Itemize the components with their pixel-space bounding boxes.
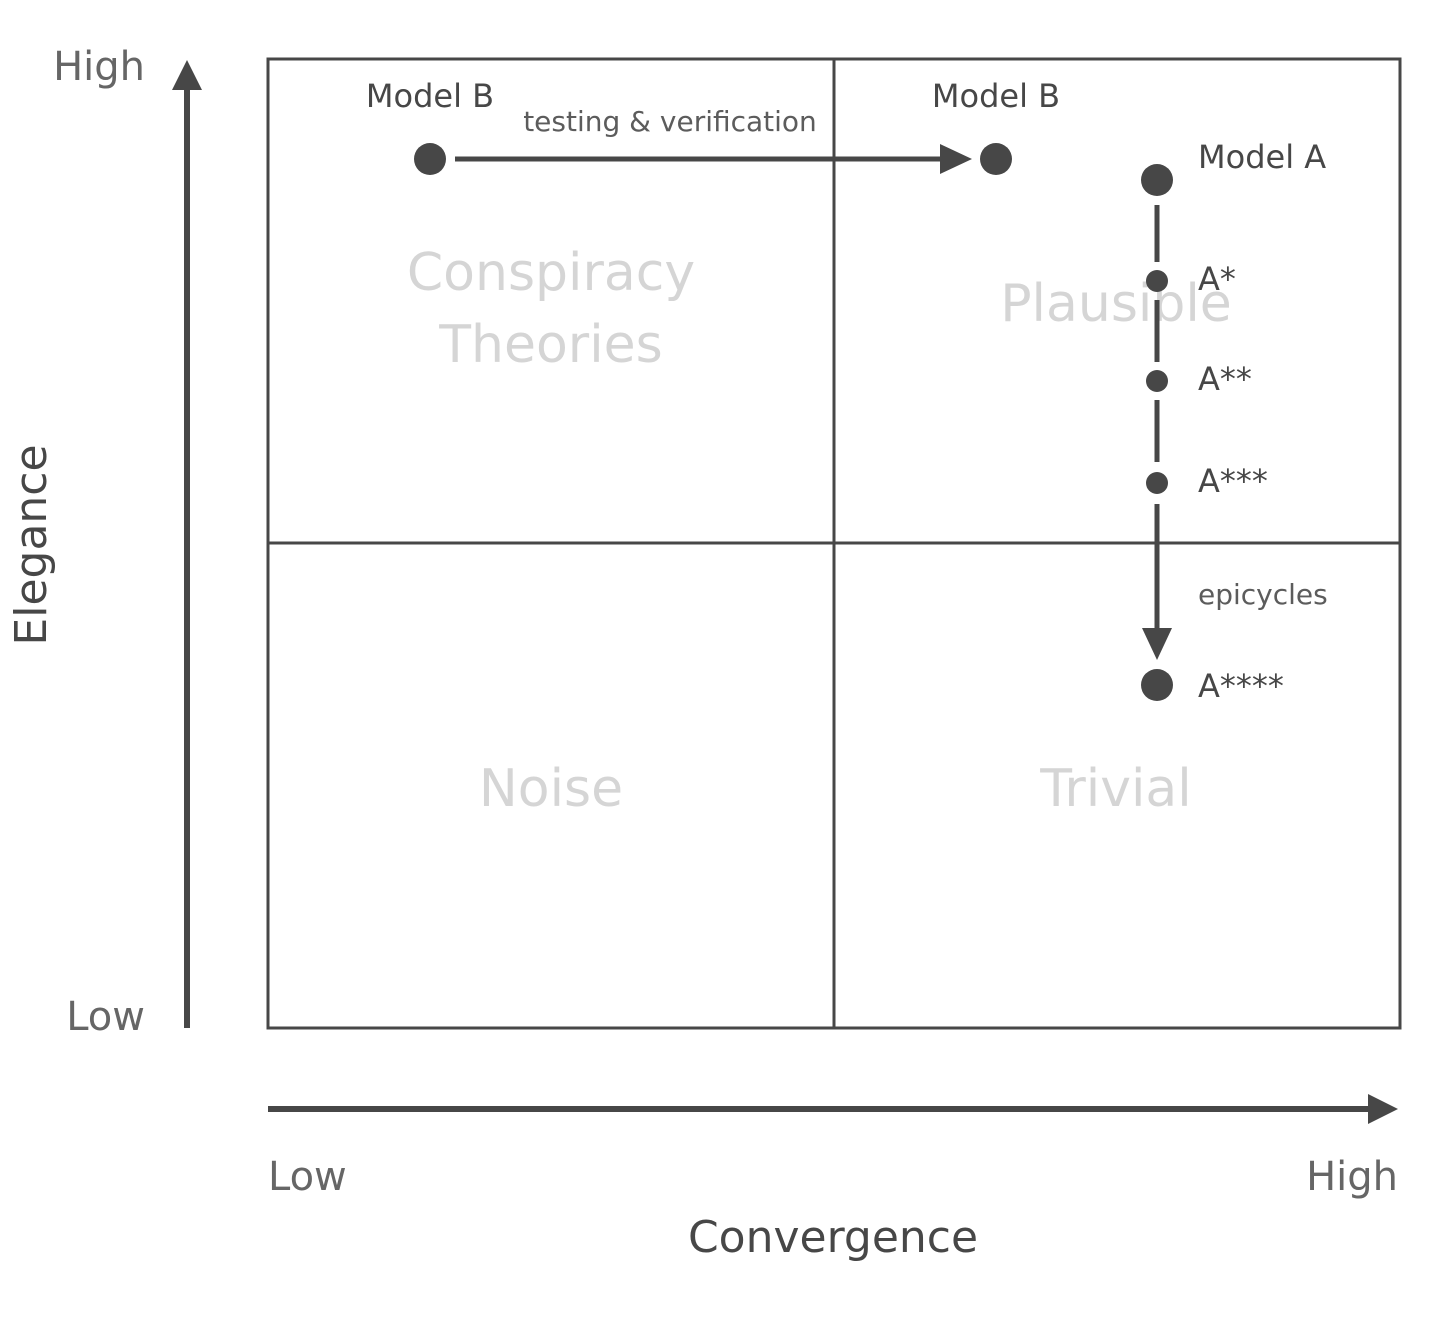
arrowhead-right-icon — [940, 144, 972, 174]
y-axis-title: Elegance — [6, 444, 57, 645]
model-b-end-label: Model B — [932, 77, 1060, 115]
model-b-start-point — [414, 143, 446, 175]
y-axis-low-label: Low — [66, 994, 145, 1040]
x-axis-low-label: Low — [268, 1154, 347, 1200]
a3-point — [1146, 472, 1168, 494]
model-b-start-label: Model B — [366, 77, 494, 115]
y-axis — [172, 60, 202, 1028]
model-b-end-point — [980, 143, 1012, 175]
a4-point — [1141, 669, 1173, 701]
x-axis-high-label: High — [1306, 1154, 1398, 1200]
y-axis-arrowhead-icon — [172, 60, 202, 90]
testing-verification-label: testing & verification — [523, 105, 817, 138]
model-a-point — [1141, 164, 1173, 196]
x-axis-arrowhead-icon — [1368, 1094, 1398, 1124]
a4-label: A**** — [1198, 667, 1284, 705]
x-axis-title: Convergence — [688, 1212, 978, 1263]
model-a-label: Model A — [1198, 138, 1326, 176]
a2-label: A** — [1198, 360, 1252, 398]
a1-label: A* — [1198, 260, 1236, 298]
epicycles-arrow — [1142, 205, 1172, 660]
y-axis-high-label: High — [53, 44, 145, 90]
quadrant-grid — [266, 57, 1402, 1030]
x-axis — [268, 1094, 1398, 1124]
quadrant-label-theories: Theories — [438, 315, 662, 375]
quadrant-label-trivial: Trivial — [1039, 759, 1191, 819]
testing-verification-arrow — [455, 144, 972, 174]
a2-point — [1146, 370, 1168, 392]
epicycles-label: epicycles — [1198, 578, 1328, 611]
a1-point — [1146, 270, 1168, 292]
a3-label: A*** — [1198, 462, 1268, 500]
quadrant-label-conspiracy: Conspiracy — [407, 243, 695, 303]
quadrant-label-noise: Noise — [479, 759, 623, 819]
arrowhead-down-icon — [1142, 628, 1172, 660]
quadrant-label-plausible: Plausible — [1000, 274, 1232, 334]
